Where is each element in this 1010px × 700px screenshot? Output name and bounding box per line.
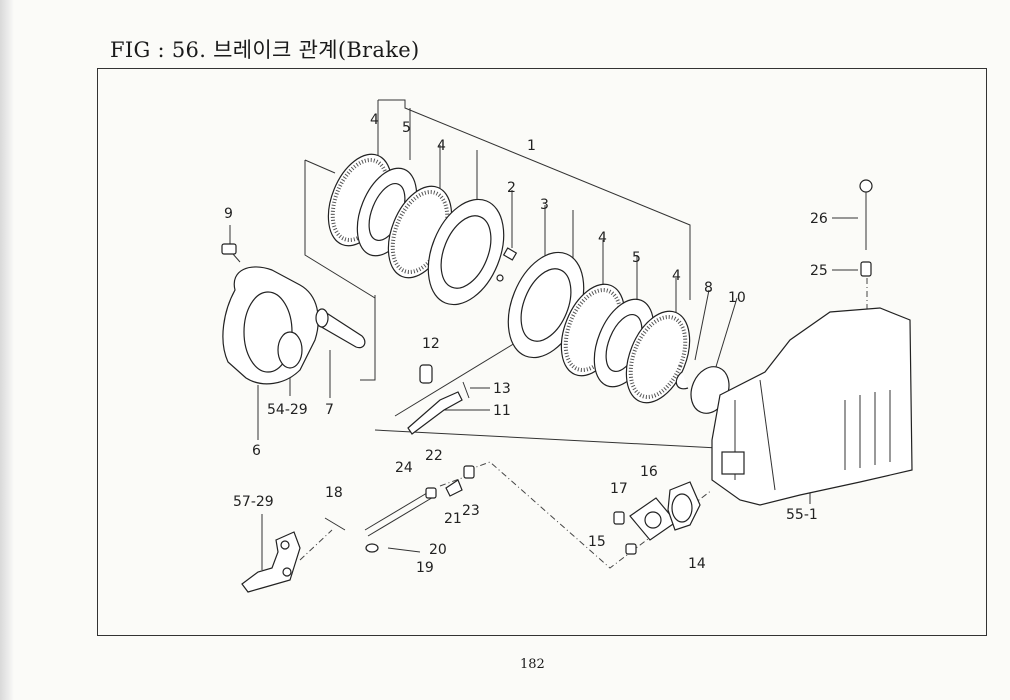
callout-54-29: 54-29 bbox=[267, 402, 308, 418]
brake-actuator-group bbox=[613, 481, 701, 555]
callout-8: 8 bbox=[704, 280, 713, 296]
adjusting-rod bbox=[324, 465, 475, 553]
callout-13: 13 bbox=[493, 381, 511, 397]
brake-pedal-arm bbox=[241, 514, 301, 593]
callout-4a: 4 bbox=[370, 112, 379, 128]
transmission-housing bbox=[711, 307, 913, 506]
brake-rod-linkage bbox=[407, 364, 470, 435]
callout-21: 21 bbox=[444, 511, 462, 527]
bolt bbox=[221, 243, 241, 263]
callout-1: 1 bbox=[527, 138, 536, 154]
callout-22: 22 bbox=[425, 448, 443, 464]
brake-cover-plate bbox=[222, 266, 319, 385]
callout-18: 18 bbox=[325, 485, 343, 501]
scan-edge bbox=[0, 0, 14, 700]
callout-5b: 5 bbox=[632, 250, 641, 266]
callout-6: 6 bbox=[252, 443, 261, 459]
callout-10: 10 bbox=[728, 290, 746, 306]
disc-stack-right bbox=[507, 251, 730, 414]
parts bbox=[221, 153, 913, 593]
callout-12: 12 bbox=[422, 336, 440, 352]
disc-stack-left bbox=[327, 153, 518, 306]
callout-7: 7 bbox=[325, 402, 334, 418]
diagram-frame bbox=[97, 68, 987, 636]
breather-fitting bbox=[859, 179, 873, 277]
callout-14: 14 bbox=[688, 556, 706, 572]
callout-9: 9 bbox=[224, 206, 233, 222]
page-number: 182 bbox=[520, 657, 545, 672]
callout-20: 20 bbox=[429, 542, 447, 558]
callout-19: 19 bbox=[416, 560, 434, 576]
callout-2: 2 bbox=[507, 180, 516, 196]
callout-24: 24 bbox=[395, 460, 413, 476]
figure-title: FIG : 56. 브레이크 관계(Brake) bbox=[110, 38, 420, 62]
callout-5a: 5 bbox=[402, 120, 411, 136]
callout-11: 11 bbox=[493, 403, 511, 419]
callout-4b: 4 bbox=[437, 138, 446, 154]
callout-labels: 1 2 3 4 4 4 4 5 5 6 7 8 9 10 11 12 13 14… bbox=[224, 112, 828, 576]
callout-15: 15 bbox=[588, 534, 606, 550]
callout-26: 26 bbox=[810, 211, 828, 227]
callout-16: 16 bbox=[640, 464, 658, 480]
callout-25: 25 bbox=[810, 263, 828, 279]
callout-23: 23 bbox=[462, 503, 480, 519]
callout-57-29: 57-29 bbox=[233, 494, 274, 510]
leader-lines bbox=[229, 99, 858, 504]
callout-4c: 4 bbox=[598, 230, 607, 246]
callout-17: 17 bbox=[610, 481, 628, 497]
callout-4d: 4 bbox=[672, 268, 681, 284]
brake-shaft bbox=[315, 308, 366, 349]
callout-55-1: 55-1 bbox=[786, 507, 818, 523]
callout-3: 3 bbox=[540, 197, 549, 213]
